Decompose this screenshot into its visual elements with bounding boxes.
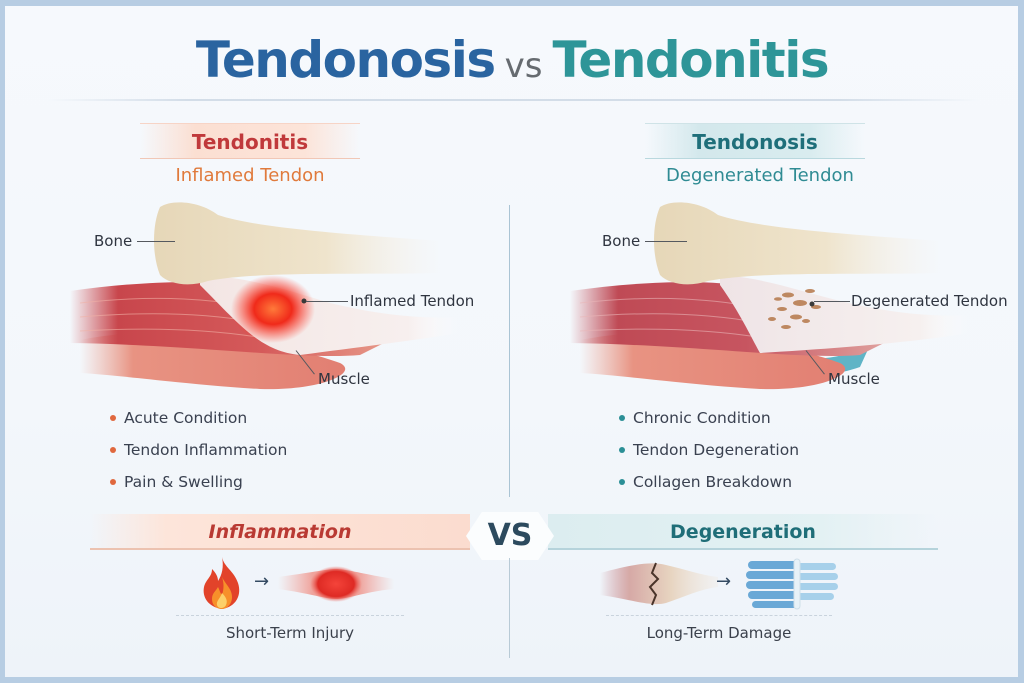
fire-icon [198, 555, 246, 611]
title-tendonitis: Tendonitis [552, 31, 829, 89]
title-vs: vs [504, 46, 543, 86]
inflammation-heading: Inflammation [90, 514, 470, 550]
dashed-divider [176, 615, 404, 616]
tendonitis-subheading: Inflamed Tendon [175, 165, 325, 186]
feature-item: Collagen Breakdown [617, 466, 799, 498]
bone-leader-line [645, 241, 687, 242]
degeneration-heading: Degeneration [548, 514, 938, 550]
center-divider [509, 205, 510, 497]
degenerated-tendon-illustration [560, 195, 1000, 395]
bullet-dot-icon [110, 415, 116, 421]
title-divider [46, 99, 980, 101]
dashed-divider [606, 615, 832, 616]
arrow-right-icon: → [716, 571, 732, 592]
long-term-caption: Long-Term Damage [646, 624, 792, 642]
muscle-label: Muscle [828, 370, 880, 388]
arrow-right-icon: → [254, 571, 270, 592]
muscle-label: Muscle [318, 370, 370, 388]
bullet-dot-icon [619, 415, 625, 421]
torn-tendon-icon [600, 555, 718, 611]
degenerated-tendon-label: Degenerated Tendon [851, 292, 1008, 310]
bullet-dot-icon [110, 447, 116, 453]
arm-anatomy-icon [570, 202, 970, 390]
feature-item: Tendon Inflammation [108, 434, 287, 466]
feature-item: Acute Condition [108, 402, 287, 434]
tendon-leader-line [306, 301, 348, 302]
feature-item: Chronic Condition [617, 402, 799, 434]
tendonosis-features: Chronic Condition Tendon Degeneration Co… [617, 402, 799, 498]
short-term-caption: Short-Term Injury [225, 624, 355, 642]
feature-item: Pain & Swelling [108, 466, 287, 498]
bone-leader-line [137, 241, 175, 242]
inflamed-tendon-illustration [60, 195, 500, 395]
tendonitis-features: Acute Condition Tendon Inflammation Pain… [108, 402, 287, 498]
swollen-tendon-icon [278, 555, 394, 611]
bone-label: Bone [602, 232, 641, 250]
bullet-dot-icon [619, 479, 625, 485]
arm-anatomy-icon [70, 202, 460, 390]
vs-badge: VS [466, 512, 554, 560]
tendon-leader-line [814, 301, 850, 302]
collagen-fibers-icon [744, 555, 840, 611]
tendonitis-heading: Tendonitis [140, 123, 360, 159]
bottom-center-divider [509, 558, 510, 658]
feature-item: Tendon Degeneration [617, 434, 799, 466]
tendonosis-subheading: Degenerated Tendon [666, 165, 854, 186]
bullet-dot-icon [110, 479, 116, 485]
inflamed-tendon-label: Inflamed Tendon [350, 292, 475, 310]
title-tendonosis: Tendonosis [195, 31, 496, 89]
bullet-dot-icon [619, 447, 625, 453]
bone-label: Bone [94, 232, 133, 250]
tendonosis-heading: Tendonosis [645, 123, 865, 159]
